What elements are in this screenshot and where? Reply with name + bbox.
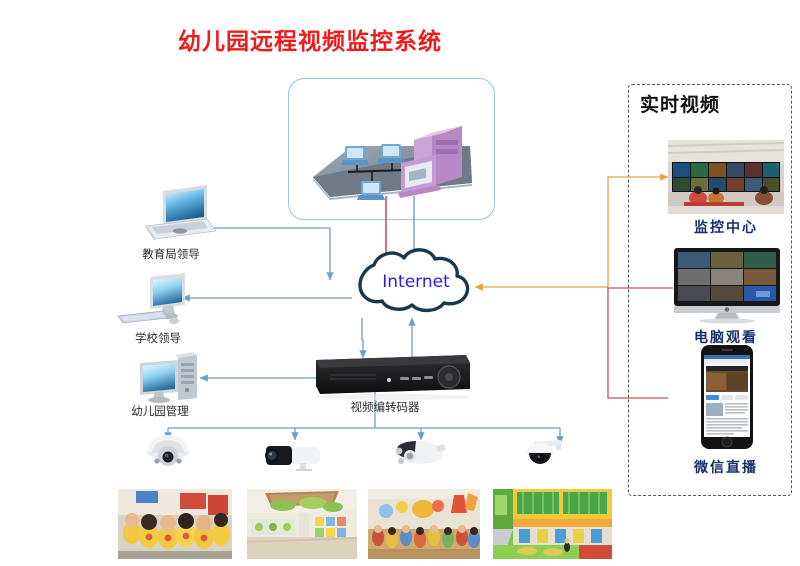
lan-topology-illustration: [313, 126, 472, 200]
realtime-video-panel-title: 实时视频: [640, 94, 721, 116]
label-computer-viewing: 电脑观看: [694, 330, 758, 346]
kindergarten-hall-photo: [247, 489, 357, 559]
bullet-camera-icon: [265, 446, 320, 471]
kindergarten-children-photo: [118, 489, 232, 559]
label-wechat-live: 微信直播: [694, 460, 758, 476]
wide-dome-camera-icon: [395, 440, 446, 464]
video-wall-photo: [668, 140, 784, 214]
label-kindergarten-admin: 幼儿园管理: [131, 404, 189, 418]
label-education-bureau: 教育局领导: [142, 247, 200, 261]
kindergarten-playground-photo: [493, 489, 612, 559]
label-video-encoder: 视频编转码器: [350, 400, 420, 414]
label-school-leader: 学校领导: [135, 331, 181, 345]
imac-monitor-photo: [672, 248, 782, 324]
cloud-icon: [358, 248, 470, 313]
dome-camera-icon: [147, 435, 189, 466]
page-title: 幼儿园远程视频监控系统: [178, 29, 442, 55]
desktop-tower-icon: [140, 352, 197, 403]
kindergarten-classroom-photo: [368, 489, 480, 559]
label-monitoring-center: 监控中心: [694, 220, 758, 236]
dvr-encoder-icon: [315, 355, 471, 400]
smartphone-photo: [700, 345, 754, 449]
desktop-computer-icon: [117, 273, 185, 325]
label-internet: Internet: [382, 272, 450, 292]
laptop-icon: [145, 185, 217, 241]
ptz-camera-icon: [526, 440, 561, 464]
